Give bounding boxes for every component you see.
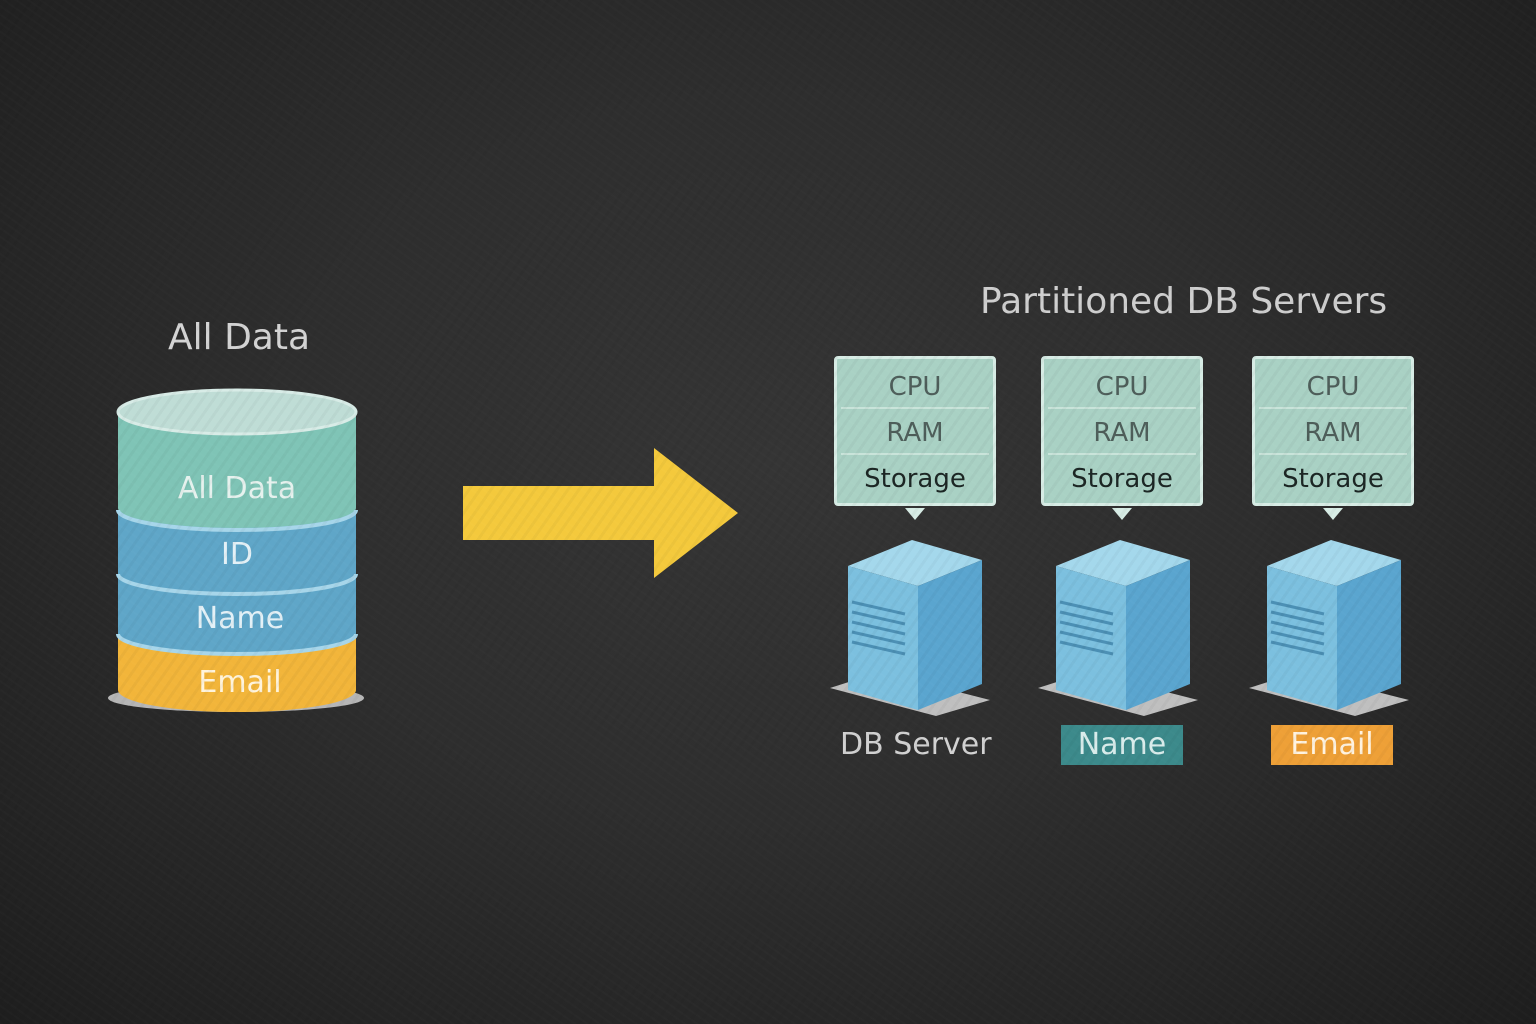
server-vents — [1270, 600, 1325, 656]
cylinder-divider — [116, 573, 358, 596]
spec-storage: Storage — [1282, 464, 1384, 494]
spec-storage: Storage — [864, 464, 966, 494]
server-label-name: Name — [1061, 725, 1183, 765]
server-top — [848, 540, 982, 586]
spec-storage: Storage — [1071, 464, 1173, 494]
spec-cpu: CPU — [1259, 365, 1407, 409]
spec-cpu: CPU — [1048, 365, 1196, 409]
layer-label-name: Name — [195, 601, 285, 636]
server-side — [918, 560, 982, 710]
spec-ram: RAM — [1048, 411, 1196, 455]
spec-cpu: CPU — [841, 365, 989, 409]
cylinder-layer-email — [118, 636, 356, 712]
server-spec-card: CPU RAM Storage — [1041, 356, 1203, 506]
server-vents — [1059, 600, 1114, 656]
server-top — [1267, 540, 1401, 586]
right-arrow-icon — [463, 448, 738, 578]
cylinder-top — [116, 388, 358, 436]
target-title: Partitioned DB Servers — [980, 281, 1388, 322]
spec-ram: RAM — [841, 411, 989, 455]
spec-ram: RAM — [1259, 411, 1407, 455]
server-label-email: Email — [1271, 725, 1393, 765]
spec-card-pointer — [1112, 508, 1132, 520]
server-icon — [830, 540, 990, 716]
server-spec-card: CPU RAM Storage — [834, 356, 996, 506]
layer-label-id: ID — [221, 537, 253, 572]
server-side — [1337, 560, 1401, 710]
cylinder-layer-id — [118, 512, 356, 594]
cylinder-divider — [116, 509, 358, 532]
layer-label-all-data: All Data — [177, 471, 297, 506]
cylinder-divider — [116, 633, 358, 656]
spec-card-pointer — [1323, 508, 1343, 520]
server-side — [1126, 560, 1190, 710]
spec-card-pointer — [905, 508, 925, 520]
cylinder-layer-name — [118, 576, 356, 654]
server-spec-card: CPU RAM Storage — [1252, 356, 1414, 506]
database-cylinder-icon — [108, 388, 364, 712]
server-icon — [1038, 540, 1198, 716]
source-title: All Data — [168, 317, 311, 358]
server-icon — [1249, 540, 1409, 716]
server-top — [1056, 540, 1190, 586]
layer-label-email: Email — [198, 665, 282, 700]
server-vents — [851, 600, 906, 656]
server-label-db-server: DB Server — [840, 727, 992, 762]
cylinder-layer-all-data — [118, 412, 356, 528]
